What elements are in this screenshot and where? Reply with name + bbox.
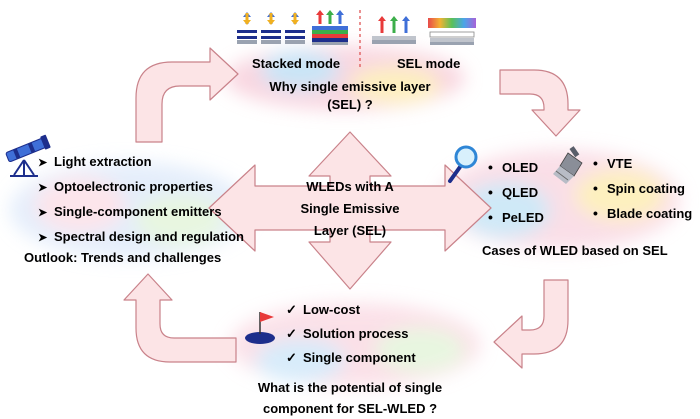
- center-title: WLEDs with A Single Emissive Layer (SEL): [280, 176, 420, 242]
- list-item: •OLED: [488, 155, 544, 180]
- dot-bullet-icon: •: [593, 180, 598, 196]
- top-question-line-1: Why single emissive layer: [269, 79, 431, 94]
- dot-bullet-icon: •: [593, 155, 598, 171]
- list-item: •QLED: [488, 180, 544, 205]
- flag-icon: [245, 312, 275, 344]
- center-title-line-1: WLEDs with A: [306, 179, 394, 194]
- stacked-device-icon: [237, 10, 348, 45]
- check-icon: ✓: [286, 326, 297, 341]
- telescope-icon: [5, 134, 51, 177]
- center-title-line-2: Single Emissive: [300, 201, 400, 216]
- method-list: •VTE •Spin coating •Blade coating: [593, 151, 692, 226]
- stacked-mode-label: Stacked mode: [252, 56, 341, 71]
- magnifier-icon: [448, 145, 478, 183]
- list-item: •PeLED: [488, 205, 544, 230]
- stacked-device-unit-2: [261, 12, 281, 44]
- bottom-question: What is the potential of single componen…: [215, 377, 485, 419]
- list-item: •VTE: [593, 151, 692, 176]
- list-item: •Blade coating: [593, 201, 692, 226]
- cycle-arrow-bottom-left: [123, 273, 237, 363]
- stacked-device-rgb-stack: [312, 10, 348, 45]
- check-icon: ✓: [286, 350, 297, 365]
- list-item: ✓Low-cost: [286, 298, 416, 322]
- bottom-question-line-2: component for SEL-WLED ?: [262, 401, 438, 416]
- arrowhead-bullet-icon: ➤: [38, 232, 48, 244]
- list-item: ➤Light extraction: [38, 150, 244, 175]
- cloud-right: [440, 150, 680, 250]
- cloud-top: [225, 46, 465, 110]
- arrowhead-bullet-icon: ➤: [38, 157, 48, 169]
- list-item: ➤Spectral design and regulation: [38, 225, 244, 250]
- center-title-line-3: Layer (SEL): [313, 223, 387, 238]
- sel-device-icon: [372, 16, 476, 45]
- list-item: •Spin coating: [593, 176, 692, 201]
- stacked-device-unit-1: [237, 12, 257, 44]
- list-item: ➤Single-component emitters: [38, 200, 244, 225]
- cycle-arrow-top-right: [499, 69, 581, 137]
- potential-list: ✓Low-cost ✓Solution process ✓Single comp…: [286, 298, 416, 370]
- device-list: •OLED •QLED •PeLED: [488, 155, 544, 230]
- cloud-bottom: [230, 303, 480, 387]
- stacked-device-unit-3: [285, 12, 305, 44]
- bottom-question-line-1: What is the potential of single: [257, 380, 443, 395]
- check-icon: ✓: [286, 302, 297, 317]
- cloud-left: [10, 162, 250, 258]
- dot-bullet-icon: •: [488, 159, 493, 175]
- background-clouds: [10, 46, 680, 387]
- sel-mode-label: SEL mode: [397, 56, 461, 71]
- arrowhead-bullet-icon: ➤: [38, 207, 48, 219]
- top-question: Why single emissive layer (SEL) ?: [245, 78, 455, 114]
- cycle-arrow-bottom-right: [493, 279, 569, 369]
- cases-caption: Cases of WLED based on SEL: [482, 243, 668, 258]
- arrowhead-bullet-icon: ➤: [38, 182, 48, 194]
- list-item: ➤Optoelectronic properties: [38, 175, 244, 200]
- outlook-caption: Outlook: Trends and challenges: [24, 250, 222, 265]
- top-question-line-2: (SEL) ?: [327, 97, 373, 112]
- list-item: ✓Single component: [286, 346, 416, 370]
- brush-icon: [553, 146, 583, 184]
- list-item: ✓Solution process: [286, 322, 416, 346]
- cycle-arrow-top-left: [135, 47, 239, 143]
- dot-bullet-icon: •: [488, 209, 493, 225]
- dot-bullet-icon: •: [488, 184, 493, 200]
- dot-bullet-icon: •: [593, 205, 598, 221]
- outlook-list: ➤Light extraction ➤Optoelectronic proper…: [38, 150, 244, 250]
- center-four-way-arrow: [208, 131, 492, 290]
